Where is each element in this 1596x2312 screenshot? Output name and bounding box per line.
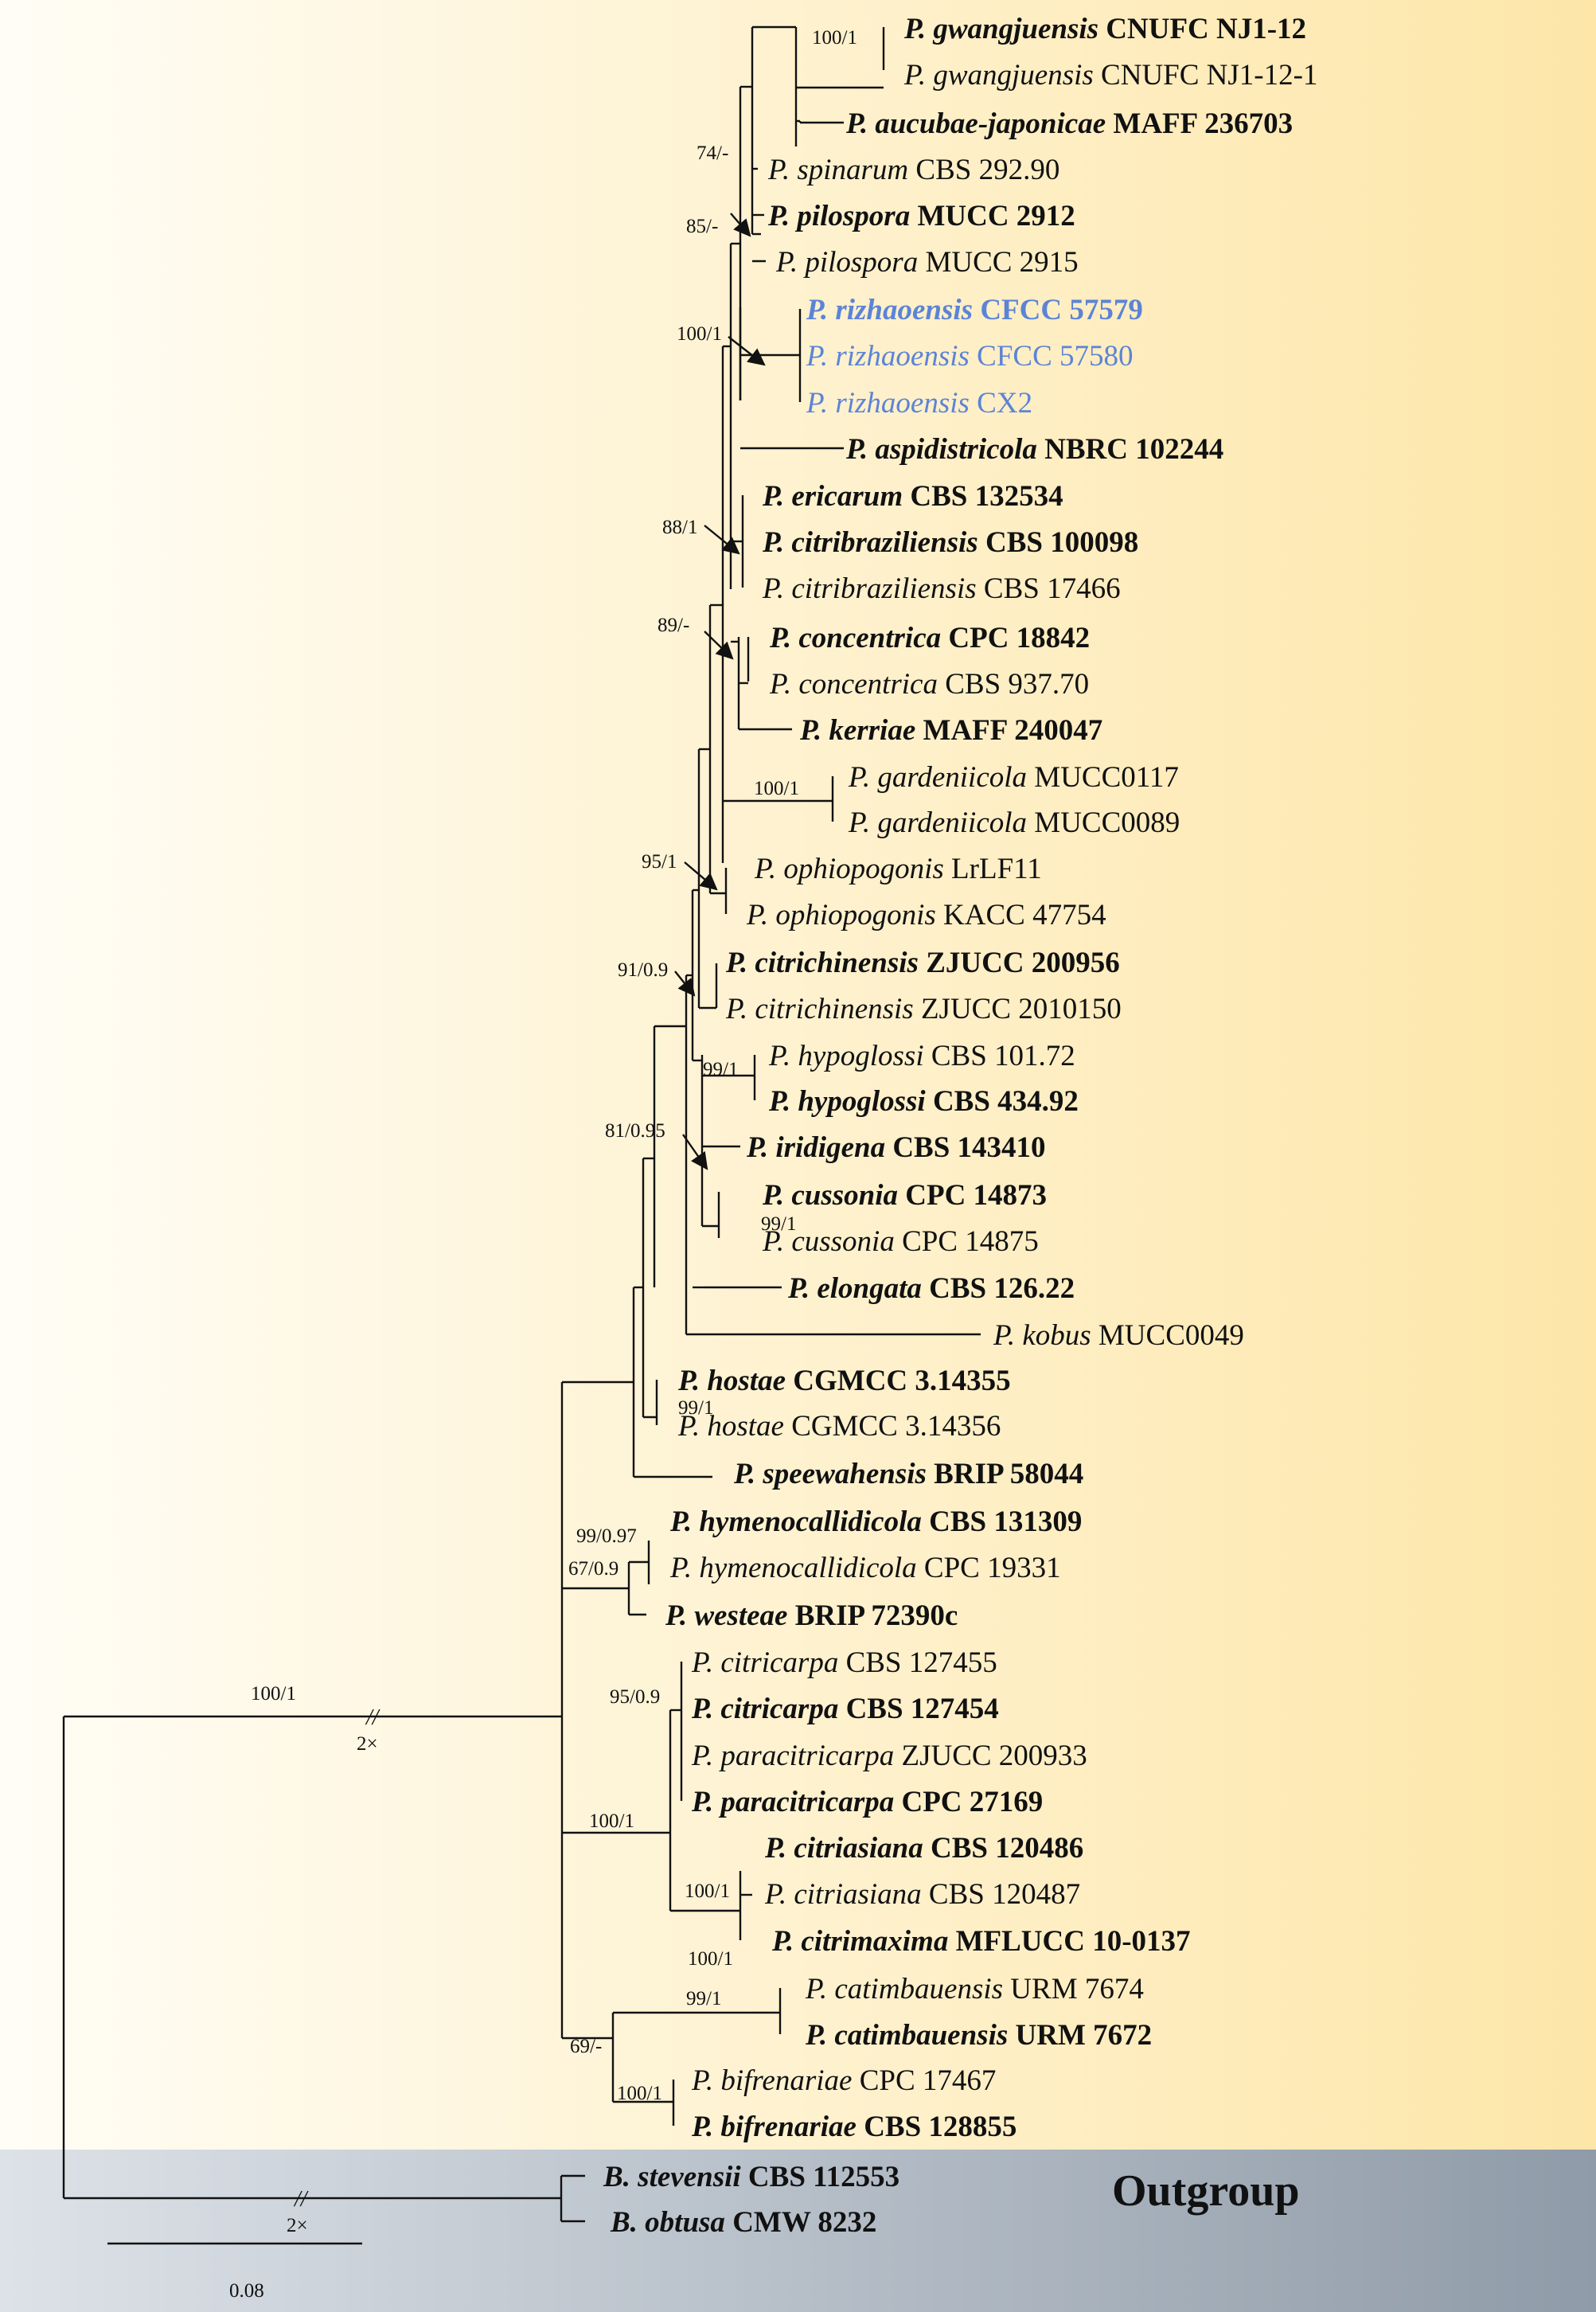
taxon-label: P. elongata CBS 126.22 (787, 1272, 1075, 1305)
taxon-labels: P. gwangjuensis CNUFC NJ1-12 P. gwangjuen… (603, 13, 1317, 2239)
taxon-label: P. gardeniicola MUCC0089 (848, 806, 1180, 839)
support-value: 99/1 (686, 1988, 721, 2009)
support-value: 100/1 (754, 778, 799, 799)
support-value: 89/- (658, 615, 689, 636)
taxon-label: P. cussonia CPC 14875 (762, 1225, 1039, 1258)
taxon-label: P. citricarpa CBS 127455 (691, 1646, 997, 1679)
taxon-label: P. citribraziliensis CBS 17466 (762, 572, 1121, 605)
taxon-label: P. citrichinensis ZJUCC 200956 (725, 947, 1120, 979)
break-slash: // (365, 1705, 380, 1730)
arrow (682, 1134, 708, 1170)
taxon-label: P. citriasiana CBS 120486 (764, 1832, 1083, 1865)
support-value: 100/1 (685, 1880, 730, 1902)
support-value: 81/0.95 (605, 1120, 665, 1142)
break-label: 2× (357, 1733, 378, 1755)
taxon-label: P. bifrenariae CPC 17467 (691, 2064, 996, 2097)
support-value: 74/- (697, 143, 728, 164)
taxon-label: P. citricarpa CBS 127454 (691, 1693, 999, 1725)
support-values: 100/1 74/- 85/- 100/1 88/1 89/- 100/1 95/1 91/0.… (251, 27, 857, 2104)
support-value: 100/1 (688, 1948, 733, 1970)
taxon-label: P. hostae CGMCC 3.14355 (677, 1365, 1011, 1397)
taxon-label: P. hymenocallidicola CPC 19331 (669, 1552, 1061, 1584)
arrow (730, 213, 751, 237)
outgroup-band (0, 2150, 1596, 2312)
arrow (704, 525, 740, 555)
support-value: 95/1 (642, 851, 677, 873)
taxon-label: P. pilospora MUCC 2915 (775, 246, 1079, 279)
taxon-label: P. kerriae MAFF 240047 (799, 714, 1102, 747)
taxon-label: P. citriasiana CBS 120487 (764, 1878, 1080, 1911)
taxon-label: P. rizhaoensis CFCC 57579 (806, 294, 1143, 326)
break-label: 2× (287, 2215, 308, 2236)
taxon-label: P. spinarum CBS 292.90 (767, 154, 1059, 186)
arrow (674, 970, 696, 997)
taxon-label: P. gwangjuensis CNUFC NJ1-12-1 (903, 59, 1317, 92)
taxon-label: P. kobus MUCC0049 (993, 1319, 1244, 1352)
taxon-label: P. rizhaoensis CFCC 57580 (806, 340, 1134, 373)
support-value: 99/0.97 (576, 1525, 637, 1547)
taxon-label: P. hymenocallidicola CBS 131309 (669, 1506, 1082, 1538)
break-slash: // (293, 2187, 309, 2212)
taxon-label: P. paracitricarpa ZJUCC 200933 (691, 1740, 1087, 1772)
taxon-label: P. hypoglossi CBS 101.72 (768, 1040, 1075, 1072)
taxon-label: P. ericarum CBS 132534 (762, 480, 1063, 513)
taxon-label: P. citrichinensis ZJUCC 2010150 (725, 993, 1122, 1025)
tree-branches (62, 25, 981, 2245)
support-value: 100/1 (251, 1683, 296, 1705)
background-panel (0, 0, 1596, 2150)
taxon-label: P. concentrica CPC 18842 (769, 622, 1090, 654)
taxon-label: B. stevensii CBS 112553 (603, 2161, 899, 2193)
support-value: 95/0.9 (610, 1686, 660, 1708)
scale-label: 0.08 (229, 2280, 264, 2302)
support-value: 99/1 (703, 1059, 738, 1080)
taxon-label: P. cussonia CPC 14873 (762, 1179, 1047, 1212)
taxon-label: P. gardeniicola MUCC0117 (848, 761, 1179, 794)
arrow (728, 336, 766, 366)
taxon-label: P. citrimaxima MFLUCC 10-0137 (771, 1925, 1191, 1958)
taxon-label: P. bifrenariae CBS 128855 (691, 2111, 1017, 2143)
support-value: 69/- (570, 2036, 602, 2057)
support-value: 85/- (686, 216, 718, 237)
support-value: 99/1 (761, 1213, 796, 1235)
taxon-label: P. hostae CGMCC 3.14356 (677, 1410, 1001, 1443)
taxon-label: P. pilospora MUCC 2912 (767, 200, 1075, 232)
outgroup-title: Outgroup (1112, 2166, 1299, 2216)
support-value: 99/1 (678, 1397, 713, 1419)
support-value: 100/1 (589, 1810, 634, 1832)
taxon-label: P. catimbauensis URM 7674 (805, 1973, 1144, 2005)
support-value: 91/0.9 (618, 959, 668, 981)
support-value: 100/1 (812, 27, 857, 49)
taxon-label: P. aspidistricola NBRC 102244 (845, 433, 1223, 466)
taxon-label: P. aucubae-japonicae MAFF 236703 (845, 107, 1293, 140)
taxon-label: P. citribraziliensis CBS 100098 (762, 526, 1138, 559)
taxon-label: P. catimbauensis URM 7672 (805, 2019, 1152, 2052)
arrow (704, 631, 734, 660)
taxon-label: B. obtusa CMW 8232 (610, 2206, 876, 2239)
taxon-label: P. rizhaoensis CX2 (806, 387, 1032, 420)
taxon-label: P. ophiopogonis KACC 47754 (746, 899, 1106, 931)
taxon-label: P. concentrica CBS 937.70 (769, 668, 1089, 701)
taxon-label: P. gwangjuensis CNUFC NJ1-12 (903, 13, 1306, 45)
taxon-label: P. iridigena CBS 143410 (746, 1131, 1046, 1164)
support-value: 88/1 (662, 517, 697, 538)
support-value: 100/1 (677, 323, 722, 345)
taxon-label: P. hypoglossi CBS 434.92 (768, 1085, 1079, 1118)
taxon-label: P. westeae BRIP 72390c (665, 1599, 958, 1632)
taxon-label: P. paracitricarpa CPC 27169 (691, 1786, 1043, 1818)
break-marks: // 2× // 2× (287, 1705, 380, 2236)
support-value: 100/1 (617, 2083, 662, 2104)
support-value: 67/0.9 (568, 1558, 618, 1580)
arrow (684, 861, 718, 891)
taxon-label: P. speewahensis BRIP 58044 (733, 1458, 1083, 1490)
pointer-arrows (674, 213, 766, 1170)
taxon-label: P. ophiopogonis LrLF11 (754, 853, 1042, 885)
